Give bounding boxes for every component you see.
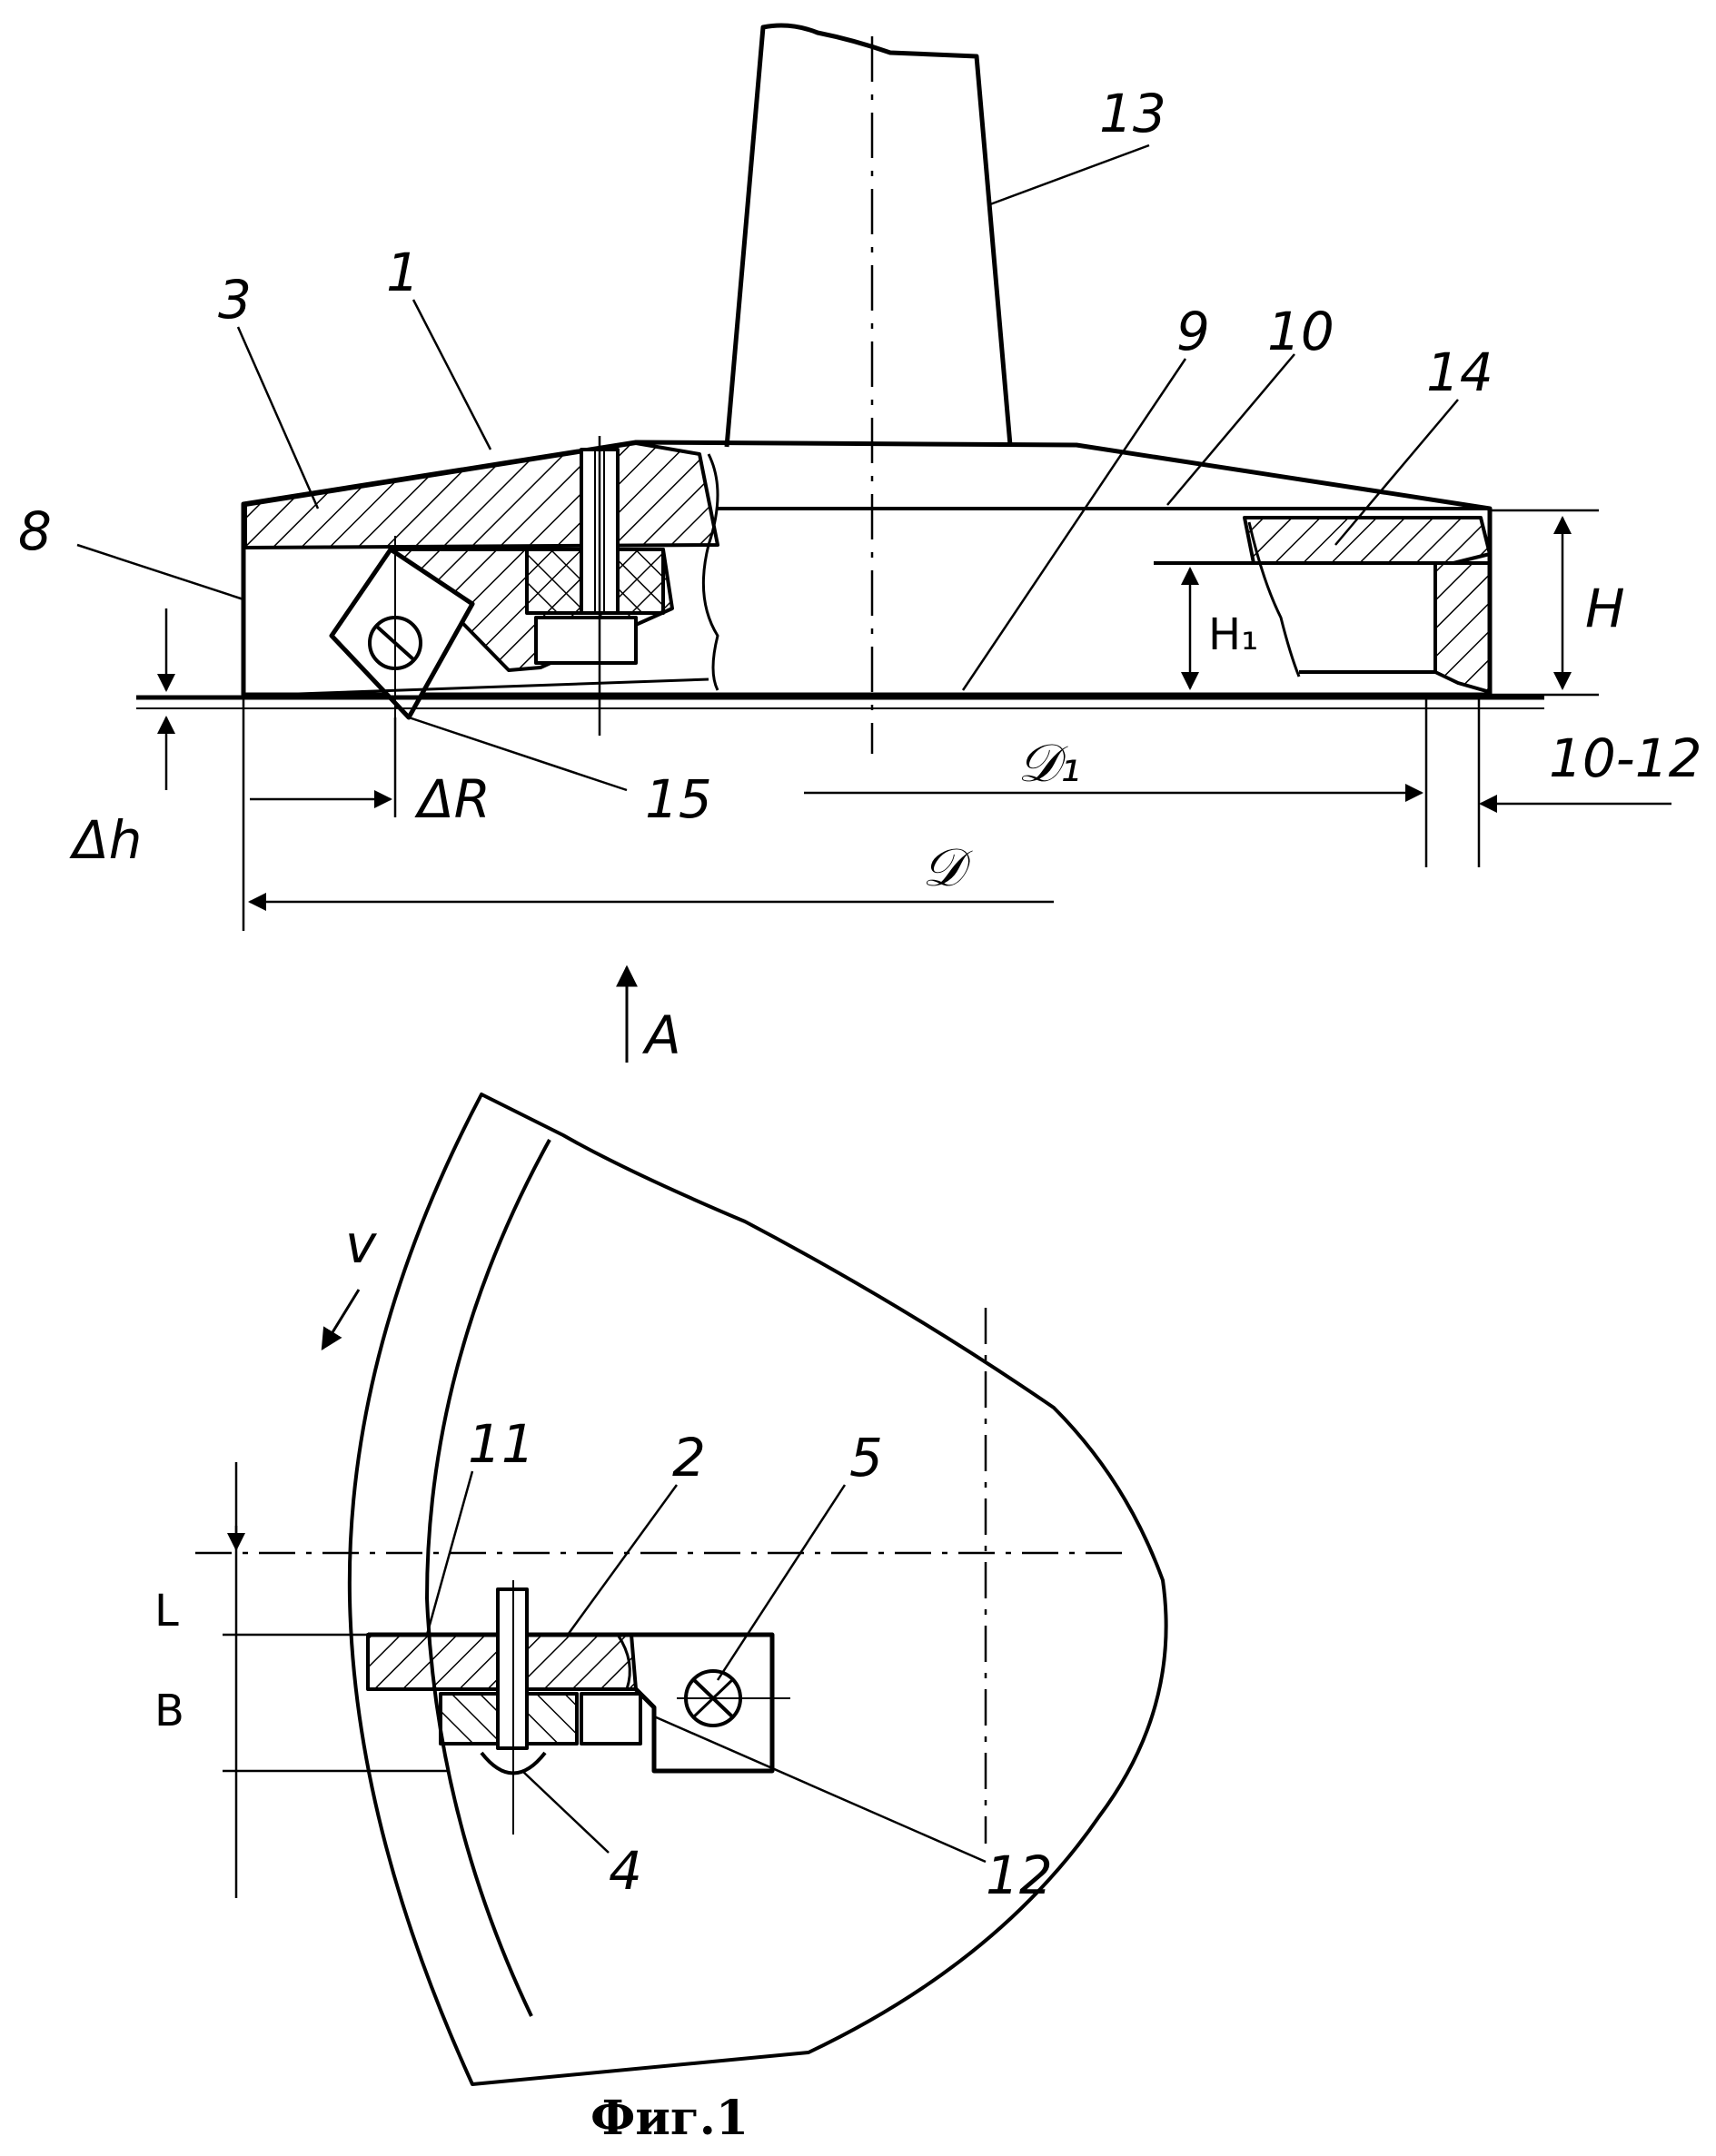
right-inner: [1154, 563, 1435, 672]
label-8: 8: [18, 500, 52, 562]
label-5: 5: [849, 1427, 883, 1488]
label-delta-h: Δh: [69, 809, 142, 871]
sector-outline: [350, 1094, 1166, 2084]
right-hatch-top: [1245, 518, 1490, 563]
label-11: 11: [468, 1413, 535, 1475]
label-B: B: [154, 1686, 184, 1736]
label-1: 1: [386, 242, 420, 303]
bottom-view-labels: v 11 2 5 4 12 L B: [154, 1213, 1053, 1906]
label-view-A: A: [641, 1004, 681, 1066]
label-10-12: 10-12: [1549, 727, 1702, 789]
body-left-hatch: [245, 443, 718, 548]
label-14: 14: [1426, 341, 1493, 403]
right-hatch-wall: [1435, 563, 1490, 692]
label-10: 10: [1267, 301, 1334, 362]
label-9: 9: [1176, 301, 1210, 362]
label-13: 13: [1099, 83, 1166, 144]
bottom-plan-view: [195, 1094, 1166, 2084]
label-4: 4: [609, 1840, 642, 1902]
screw-nut: [536, 618, 636, 663]
insert-2-slot: [581, 1694, 640, 1744]
label-12: 12: [986, 1844, 1053, 1906]
label-15: 15: [645, 768, 712, 830]
label-H1: H₁: [1208, 609, 1258, 660]
label-3: 3: [218, 269, 252, 331]
label-velocity: v: [345, 1213, 378, 1275]
sector-inner-arc: [427, 1140, 550, 2016]
figure-caption: Фиг.1: [590, 2091, 749, 2146]
label-2: 2: [672, 1427, 706, 1488]
label-D: 𝒟: [922, 836, 973, 898]
label-delta-R: ΔR: [414, 768, 491, 830]
top-section-view: [77, 25, 1671, 1063]
label-L: L: [154, 1586, 179, 1637]
label-D1: 𝒟₁: [1017, 732, 1081, 794]
shank-13: [727, 25, 1010, 447]
label-H: H: [1585, 578, 1625, 639]
